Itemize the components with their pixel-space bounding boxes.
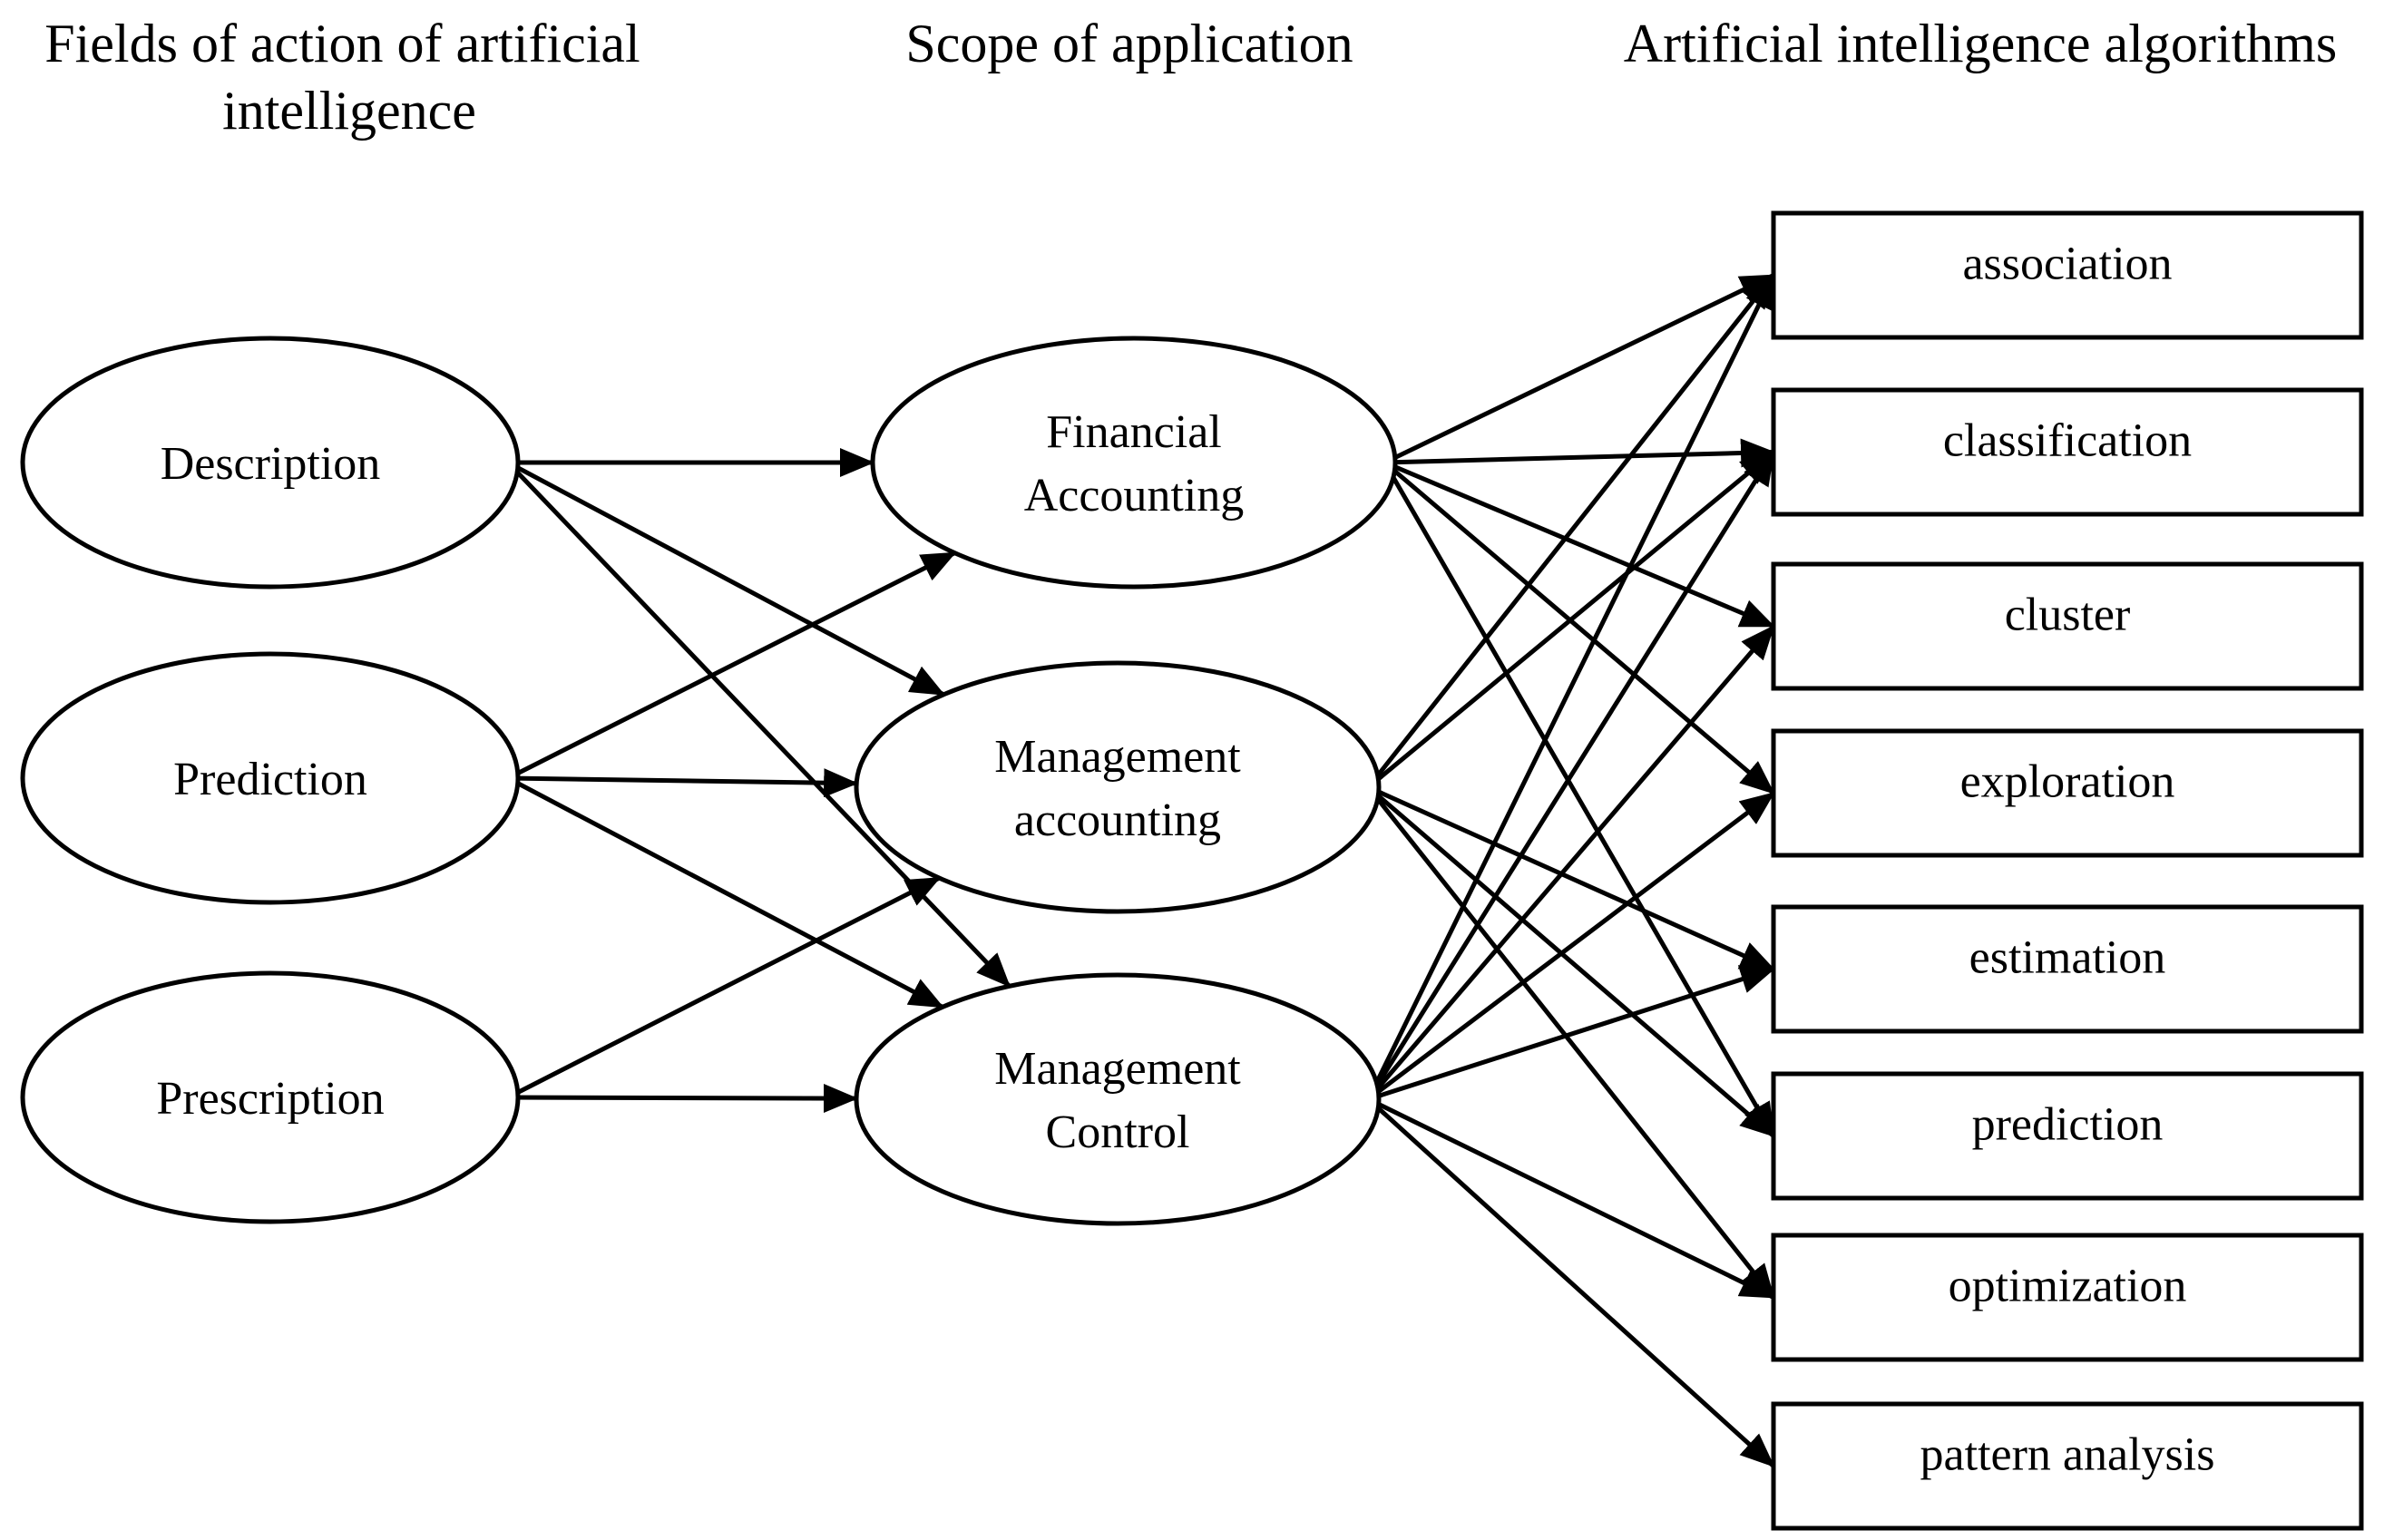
algorithm-rect	[1771, 1401, 2364, 1531]
edge-management-accounting-to-optimization	[1366, 785, 1775, 1300]
scope-node-label: Management	[994, 731, 1241, 783]
scope-node-ellipse	[870, 336, 1398, 590]
scope-node-label: Management	[994, 1043, 1241, 1095]
algorithm-rect	[1771, 904, 2364, 1034]
algorithm-label: estimation	[1969, 932, 2166, 984]
edge-management-accounting-to-classification	[1366, 450, 1775, 789]
edge-layer	[506, 273, 1776, 1468]
field-node-prescription: Prescription	[20, 970, 521, 1224]
field-node-label: Prescription	[156, 1073, 384, 1125]
algorithm-label: optimization	[1949, 1261, 2187, 1312]
edge-financial-accounting-to-classification	[1384, 438, 1775, 468]
field-node-label: Description	[161, 438, 381, 490]
edge-management-accounting-to-association	[1366, 273, 1775, 789]
edge-management-control-to-pattern-analysis	[1366, 1097, 1775, 1468]
algorithm-box-cluster: cluster	[1771, 561, 2364, 691]
edge-management-control-to-optimization	[1367, 1097, 1775, 1300]
edge-financial-accounting-to-cluster	[1383, 460, 1775, 629]
scope-node-management-accounting: Management accounting	[854, 660, 1382, 914]
algorithm-rect	[1771, 1233, 2364, 1362]
field-node-ellipse	[20, 336, 521, 590]
algorithm-label: prediction	[1972, 1099, 2164, 1151]
algorithm-label: pattern analysis	[1920, 1429, 2215, 1481]
algorithm-label: exploration	[1960, 756, 2175, 808]
edge-financial-accounting-to-association	[1383, 273, 1775, 465]
edge-prediction-field-to-management-control	[506, 775, 944, 1009]
algorithm-rect	[1771, 210, 2364, 340]
fields-header-line-1: Fields of action of artificial	[44, 14, 640, 73]
edge-management-control-to-estimation	[1367, 965, 1775, 1102]
algorithm-box-pattern-analysis: pattern analysis	[1771, 1401, 2364, 1531]
algorithm-rect	[1771, 561, 2364, 691]
algorithm-rect	[1771, 387, 2364, 517]
algorithm-box-association: association	[1771, 210, 2364, 340]
algorithm-box-exploration: exploration	[1771, 728, 2364, 858]
edge-prescription-to-management-accounting	[506, 875, 942, 1100]
edge-prescription-to-management-control	[508, 1084, 859, 1114]
algorithm-box-estimation: estimation	[1771, 904, 2364, 1034]
algorithm-rect	[1771, 1071, 2364, 1201]
edge-management-control-to-association	[1366, 273, 1776, 1101]
algorithm-label: classification	[1943, 415, 2192, 467]
algorithms-column-header: Artificial intelligence algorithms	[1624, 14, 2337, 73]
field-node-ellipse	[20, 970, 521, 1224]
edge-management-accounting-to-prediction	[1366, 785, 1775, 1138]
field-node-ellipse	[20, 651, 521, 905]
algorithm-box-classification: classification	[1771, 387, 2364, 517]
scope-node-label: Control	[1046, 1106, 1190, 1158]
scope-node-ellipse	[854, 972, 1382, 1226]
scope-node-label: accounting	[1014, 794, 1221, 846]
edge-prediction-field-to-management-accounting	[508, 768, 859, 798]
algorithms-header-line-1: Artificial intelligence algorithms	[1624, 14, 2337, 73]
edge-description-to-management-accounting	[506, 460, 945, 697]
algorithm-box-optimization: optimization	[1771, 1233, 2364, 1362]
field-node-description: Description	[20, 336, 521, 590]
edge-management-control-to-exploration	[1366, 791, 1775, 1101]
edge-management-accounting-to-estimation	[1367, 785, 1775, 971]
field-node-label: Prediction	[173, 754, 367, 805]
field-node-prediction-field: Prediction	[20, 651, 521, 905]
scope-node-label: Financial	[1046, 406, 1222, 458]
algorithm-box-prediction: prediction	[1771, 1071, 2364, 1201]
edge-management-control-to-classification	[1366, 450, 1776, 1101]
scope-node-ellipse	[854, 660, 1382, 914]
scope-header-line-1: Scope of application	[905, 14, 1353, 73]
edge-financial-accounting-to-exploration	[1383, 461, 1775, 795]
edge-management-control-to-cluster	[1366, 624, 1775, 1101]
algorithm-label: association	[1962, 239, 2172, 290]
fields-column-header: Fields of action of artificial intellige…	[44, 14, 653, 141]
algorithm-label: cluster	[2005, 590, 2131, 641]
edge-prediction-field-to-financial-accounting	[506, 551, 957, 781]
algorithm-rect	[1771, 728, 2364, 858]
edge-financial-accounting-to-prediction	[1383, 461, 1776, 1138]
fields-header-line-2: intelligence	[222, 81, 476, 141]
scope-column-header: Scope of application	[905, 14, 1353, 73]
scope-node-label: Accounting	[1024, 470, 1245, 521]
